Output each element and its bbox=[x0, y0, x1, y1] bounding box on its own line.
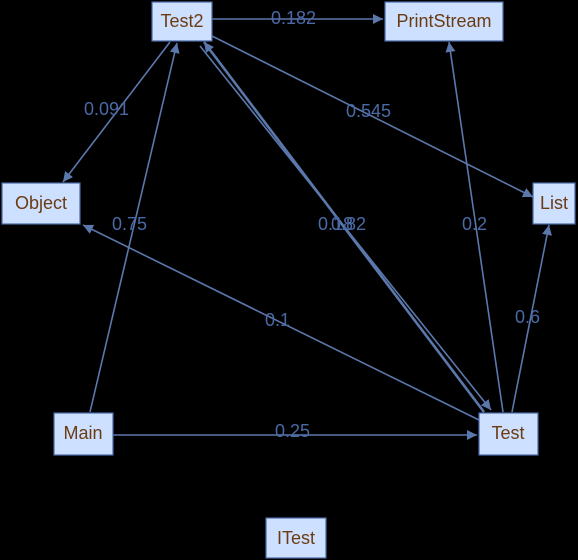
edge-label-test2-printstream: 0.182 bbox=[271, 8, 316, 28]
edge-label-test-test2-a: 0.18 bbox=[318, 214, 353, 234]
edge-main-test2 bbox=[89, 42, 180, 413]
edge-labels: 0.182 0.091 0.545 0.75 0.18 0.82 0.2 0.6… bbox=[84, 8, 540, 441]
node-test2-box bbox=[151, 1, 213, 42]
edge-test2-list bbox=[211, 35, 534, 198]
node-object-box bbox=[1, 182, 81, 225]
node-object[interactable]: Object bbox=[1, 182, 81, 225]
node-printstream[interactable]: PrintStream bbox=[384, 1, 504, 42]
node-printstream-label: PrintStream bbox=[396, 11, 491, 31]
edge-test-object bbox=[82, 224, 480, 421]
edge-test2-test bbox=[199, 45, 492, 411]
node-list-box bbox=[532, 182, 576, 225]
edge-label-main-test: 0.25 bbox=[275, 421, 310, 441]
node-main-label: Main bbox=[63, 423, 102, 443]
node-test2-label: Test2 bbox=[160, 11, 203, 31]
node-main[interactable]: Main bbox=[53, 412, 114, 456]
edges bbox=[62, 14, 552, 440]
node-test-box bbox=[478, 412, 539, 456]
node-itest-label: ITest bbox=[277, 528, 315, 548]
edge-label-test2-list: 0.545 bbox=[346, 101, 391, 121]
edge-test-list bbox=[511, 224, 552, 413]
edge-test2-object bbox=[62, 41, 171, 183]
node-test2[interactable]: Test2 bbox=[151, 1, 213, 42]
node-list[interactable]: List bbox=[532, 182, 576, 225]
edge-label-test-printstream: 0.2 bbox=[462, 214, 487, 234]
node-object-label: Object bbox=[15, 193, 67, 213]
edge-label-main-test2: 0.75 bbox=[112, 214, 147, 234]
edge-label-test-test2-b: 0.82 bbox=[331, 214, 366, 234]
node-main-box bbox=[53, 412, 114, 456]
node-printstream-box bbox=[384, 1, 504, 42]
node-itest-box bbox=[265, 517, 327, 559]
edge-label-test-list: 0.6 bbox=[515, 307, 540, 327]
edge-label-test2-object: 0.091 bbox=[84, 99, 129, 119]
edge-test-printstream bbox=[445, 41, 504, 413]
node-list-label: List bbox=[540, 193, 568, 213]
node-itest[interactable]: ITest bbox=[265, 517, 327, 559]
node-test-label: Test bbox=[491, 423, 524, 443]
edge-label-test-object: 0.1 bbox=[265, 310, 290, 330]
node-test[interactable]: Test bbox=[478, 412, 539, 456]
